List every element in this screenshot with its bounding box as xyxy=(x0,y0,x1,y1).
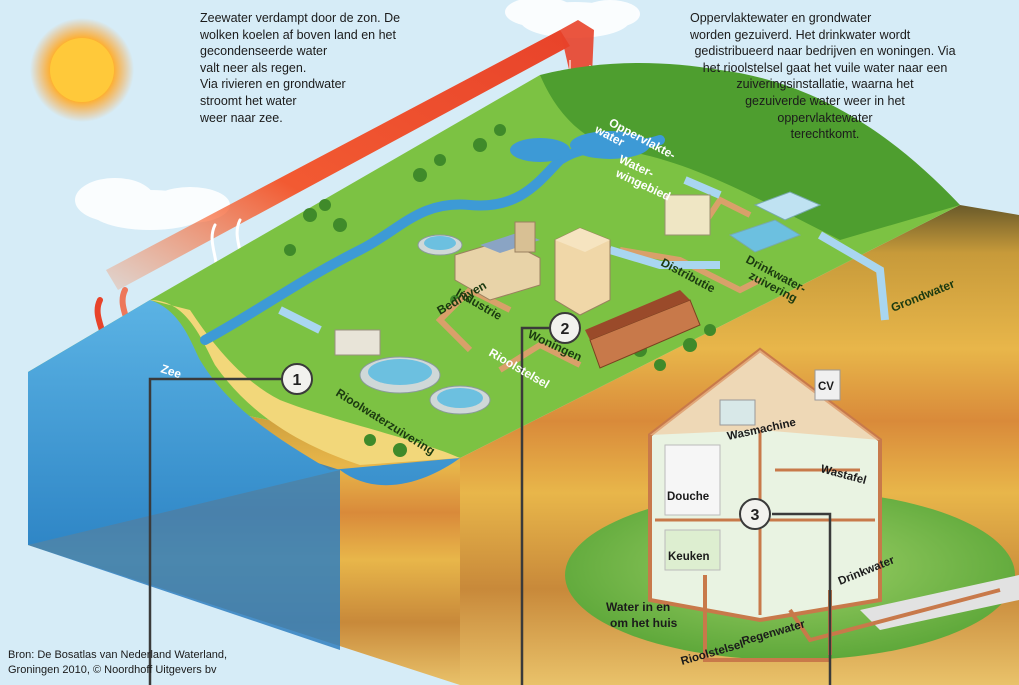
marker-3: 3 xyxy=(739,498,771,530)
text-line: gecondenseerde water xyxy=(200,44,328,59)
evaporation-arrow xyxy=(106,30,570,290)
text-line: zuiveringsinstallatie, waarna het xyxy=(736,77,914,92)
source-line: Groningen 2010, © Noordhoff Uitgevers bv xyxy=(8,664,217,676)
source-line: Bron: De Bosatlas van Nederland Waterlan… xyxy=(8,649,228,661)
text-line: weer naar zee. xyxy=(200,110,283,125)
text-line: Oppervlaktewater en grondwater xyxy=(690,11,872,25)
intro-text-left: Zeewater verdampt door de zon. De wolken… xyxy=(200,10,400,126)
label-keuken: Keuken xyxy=(668,551,710,563)
cloud-icon xyxy=(505,0,640,38)
trees xyxy=(284,124,716,457)
text-line: gedistribueerd naar bedrijven en woninge… xyxy=(694,44,956,59)
intro-text-right: Oppervlaktewater en grondwater worden ge… xyxy=(660,10,990,143)
office-tower xyxy=(554,227,611,316)
hills xyxy=(540,63,960,241)
callout-lines xyxy=(148,326,832,685)
house-cutaway xyxy=(648,347,882,623)
svg-text:3: 3 xyxy=(751,507,760,524)
text-line: gezuiverde water weer in het xyxy=(745,93,905,108)
source-credit: Bron: De Bosatlas van Nederland Waterlan… xyxy=(8,648,227,678)
text-line: oppervlaktewater xyxy=(777,110,873,125)
drinking-water-plant xyxy=(664,191,822,253)
row-houses xyxy=(585,290,701,369)
text-line: het rioolstelsel gaat het vuile water na… xyxy=(702,60,948,75)
lake xyxy=(510,138,570,162)
label-water-in-huis-2: om het huis xyxy=(610,616,678,630)
cloud-icon xyxy=(75,178,230,230)
text-line: Via rivieren en grondwater xyxy=(200,77,346,92)
text-line: terechtkomt. xyxy=(790,127,860,142)
sun-icon xyxy=(30,18,134,122)
text-line: stroomt het water xyxy=(200,93,297,108)
svg-text:1: 1 xyxy=(293,372,302,389)
marker-1: 1 xyxy=(281,363,313,395)
svg-text:2: 2 xyxy=(561,321,570,338)
label-water-in-huis-1: Water in en xyxy=(606,600,670,614)
label-zee: Zee xyxy=(159,362,183,382)
label-douche: Douche xyxy=(667,491,709,503)
sea-surface xyxy=(28,300,460,545)
water-pipes xyxy=(278,176,889,334)
beach xyxy=(150,300,460,465)
text-line: valt neer als regen. xyxy=(200,60,307,75)
lake xyxy=(570,131,650,159)
sewage-treatment-plant xyxy=(334,234,491,415)
text-line: worden gezuiverd. Het drinkwater wordt xyxy=(690,27,911,42)
text-line: wolken koelen af boven land en het xyxy=(200,27,396,42)
marker-2: 2 xyxy=(549,312,581,344)
industry-buildings xyxy=(454,221,541,301)
label-cv: CV xyxy=(818,381,834,393)
text-line: Zeewater verdampt door de zon. De xyxy=(200,11,401,25)
